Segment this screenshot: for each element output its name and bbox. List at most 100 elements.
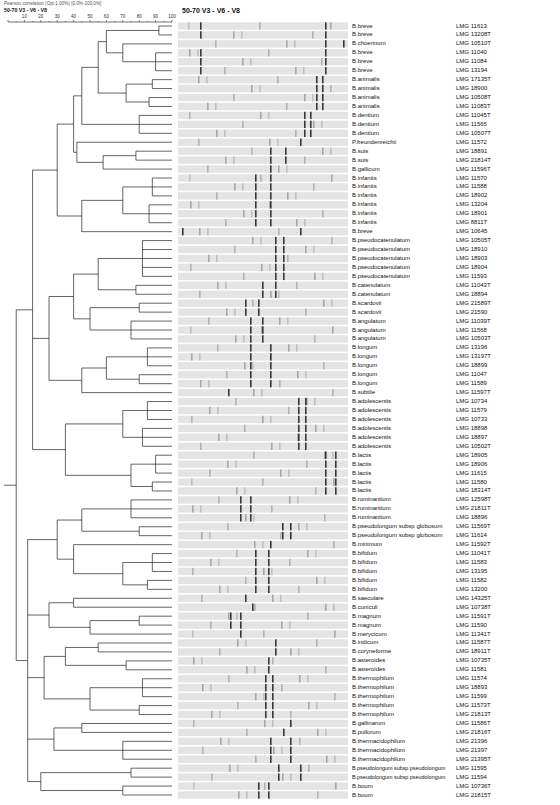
dendrogram-branch xyxy=(41,790,123,791)
species-name: B.lactis xyxy=(352,461,371,468)
strain-number: LMG 21396 xyxy=(456,738,487,745)
gel-band xyxy=(316,76,318,83)
gel-band xyxy=(279,380,281,387)
gel-band xyxy=(282,532,284,539)
gel-band xyxy=(200,505,202,512)
strain-number: LMG 13208T xyxy=(456,31,491,38)
gel-band xyxy=(310,112,312,119)
gel-band xyxy=(234,308,236,315)
dendrogram-branch xyxy=(139,705,172,706)
gel-band xyxy=(198,201,200,208)
gel-lane xyxy=(178,49,348,56)
dendrogram-branch xyxy=(98,289,136,290)
dendrogram-branch xyxy=(90,710,139,711)
dendrogram-branch xyxy=(65,423,122,424)
gel-band xyxy=(310,121,312,128)
strain-number: LMG 21816T xyxy=(456,729,491,736)
strain-number: LMG 18896 xyxy=(456,514,487,521)
gel-band xyxy=(325,31,327,38)
gel-band xyxy=(200,49,202,56)
dendrogram-branch xyxy=(98,642,172,643)
gel-lane xyxy=(178,630,348,637)
dendrogram-branch xyxy=(142,240,172,241)
dendrogram-branch xyxy=(74,318,90,319)
species-name: B.subtile xyxy=(352,389,375,396)
gel-band xyxy=(219,586,221,593)
gel-band xyxy=(272,595,274,602)
gel-band xyxy=(211,711,213,718)
gel-band xyxy=(228,675,230,682)
gel-band xyxy=(268,577,270,584)
gel-image xyxy=(178,22,348,798)
dendrogram-branch xyxy=(159,34,172,35)
gel-band xyxy=(325,22,327,29)
gel-band xyxy=(286,103,288,110)
gel-band xyxy=(286,40,288,47)
gel-band xyxy=(334,630,336,637)
species-name: B.pseudolongum subsp pseudolongum xyxy=(352,765,445,771)
gel-band xyxy=(264,782,266,789)
gel-band xyxy=(305,416,307,423)
strain-number: LMG 11573T xyxy=(456,702,491,709)
dendrogram-branch xyxy=(82,392,172,393)
strain-number: LMG 11582 xyxy=(456,577,487,584)
scale-tick xyxy=(98,21,99,22)
gel-band xyxy=(287,255,289,262)
strain-number: LMG 11040 xyxy=(456,49,487,56)
gel-band xyxy=(283,264,285,271)
gel-band xyxy=(304,112,306,119)
species-name: B.pseudolongum subsp globosum xyxy=(352,523,442,530)
gel-band xyxy=(244,425,246,432)
gel-band xyxy=(316,702,318,709)
gel-band xyxy=(298,407,300,414)
gel-lane xyxy=(178,192,348,199)
strain-number: LMG 18901 xyxy=(456,210,487,217)
species-name: B.breve xyxy=(352,49,373,56)
species-name: B.adolescentis xyxy=(352,407,391,414)
scale-tick xyxy=(81,21,82,22)
strain-number: LMG 11590 xyxy=(456,622,487,629)
gel-lane xyxy=(178,514,348,521)
dendrogram-branch xyxy=(126,84,152,85)
gel-band xyxy=(237,764,239,771)
strain-number: LMG 11595 xyxy=(456,765,487,772)
gel-band xyxy=(262,416,264,423)
gel-band xyxy=(281,747,283,754)
gel-band xyxy=(254,541,256,548)
strain-number: LMG 11599 xyxy=(456,693,487,700)
gel-lane xyxy=(178,389,348,396)
gel-lane xyxy=(178,40,348,47)
gel-band xyxy=(296,344,298,351)
gel-band xyxy=(275,282,277,289)
species-name: B.lactis xyxy=(352,487,371,494)
species-name: B.adolescentis xyxy=(352,443,391,450)
gel-band xyxy=(253,514,255,521)
dendrogram-branch xyxy=(147,401,172,402)
dendrogram-branch xyxy=(152,88,172,89)
strain-number: LMG 11084 xyxy=(456,58,487,65)
gel-band xyxy=(200,31,202,38)
gel-lane xyxy=(178,121,348,128)
species-name: B.dentium xyxy=(352,112,379,119)
gel-band xyxy=(308,764,310,771)
gel-band xyxy=(298,648,300,655)
gel-band xyxy=(300,228,302,235)
dendrogram-branch xyxy=(82,723,172,724)
gel-band xyxy=(262,291,264,298)
gel-band xyxy=(269,139,271,146)
strain-number: LMG 18898 xyxy=(456,425,487,432)
species-name: B.animalis xyxy=(352,85,380,92)
gel-band xyxy=(200,443,202,450)
gel-band xyxy=(272,675,274,682)
dendrogram-branch xyxy=(123,410,148,411)
gel-band xyxy=(255,693,257,700)
gel-band xyxy=(236,550,238,557)
gel-lane xyxy=(178,228,348,235)
gel-band xyxy=(255,559,257,566)
gel-band xyxy=(290,711,292,718)
gel-band xyxy=(229,764,231,771)
gel-lane xyxy=(178,460,348,467)
scale-tick xyxy=(139,20,140,22)
gel-band xyxy=(258,791,260,798)
gel-band xyxy=(262,326,264,333)
